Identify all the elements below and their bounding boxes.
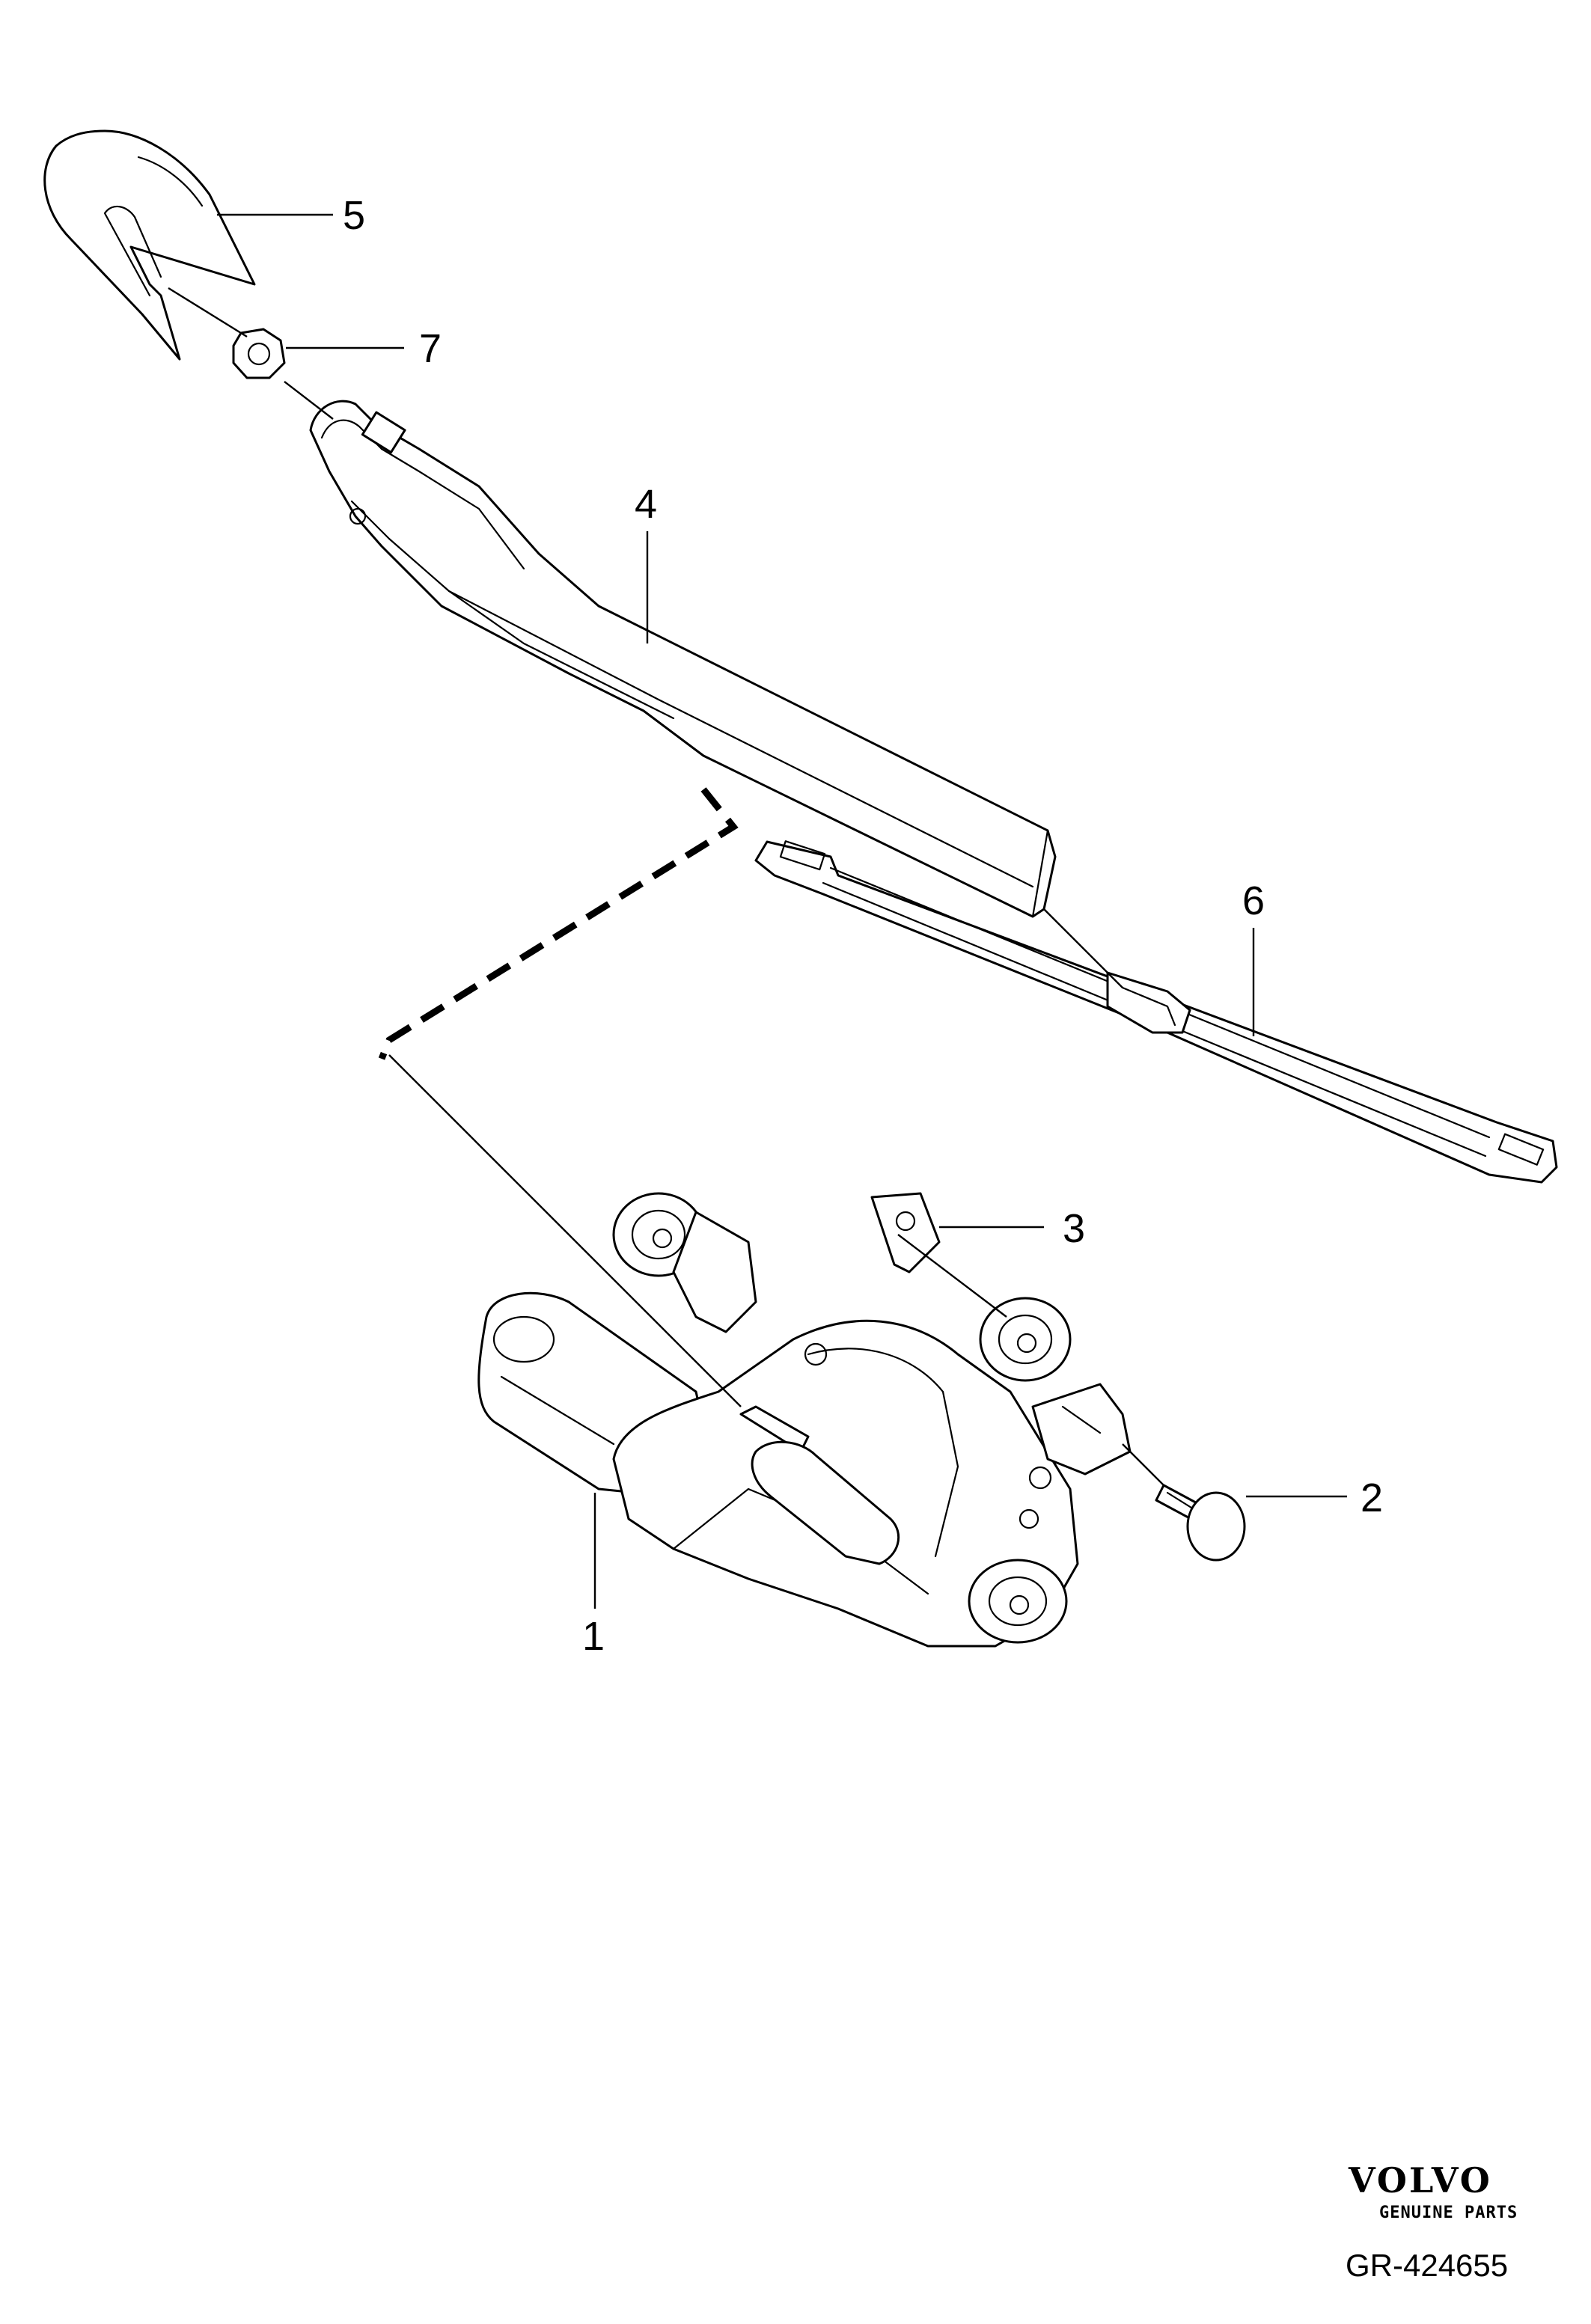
part-3-clip-nut bbox=[870, 1192, 941, 1273]
callout-2: 2 bbox=[1361, 1476, 1383, 1520]
part-6-wiper-blade bbox=[754, 840, 1558, 1184]
part-7-nut bbox=[232, 328, 286, 379]
brand-logo-text: VOLVO bbox=[1348, 2160, 1492, 2201]
leader-lines bbox=[168, 213, 1347, 1609]
callout-3: 3 bbox=[1063, 1206, 1085, 1251]
part-1-wiper-motor bbox=[477, 1192, 1132, 1648]
part-5-wiper-cap bbox=[43, 129, 256, 361]
callout-7: 7 bbox=[419, 326, 442, 371]
diagram-reference-code: GR-424655 bbox=[1346, 2248, 1508, 2283]
callout-5: 5 bbox=[343, 193, 365, 238]
brand-tagline: GENUINE PARTS bbox=[1379, 2204, 1518, 2222]
part-2-screw bbox=[1155, 1484, 1246, 1562]
callout-4: 4 bbox=[635, 482, 657, 527]
assembly-connection-dashed bbox=[378, 787, 739, 1060]
part-4-wiper-arm bbox=[309, 400, 1057, 918]
callout-1: 1 bbox=[582, 1614, 605, 1659]
callout-6: 6 bbox=[1242, 878, 1265, 923]
